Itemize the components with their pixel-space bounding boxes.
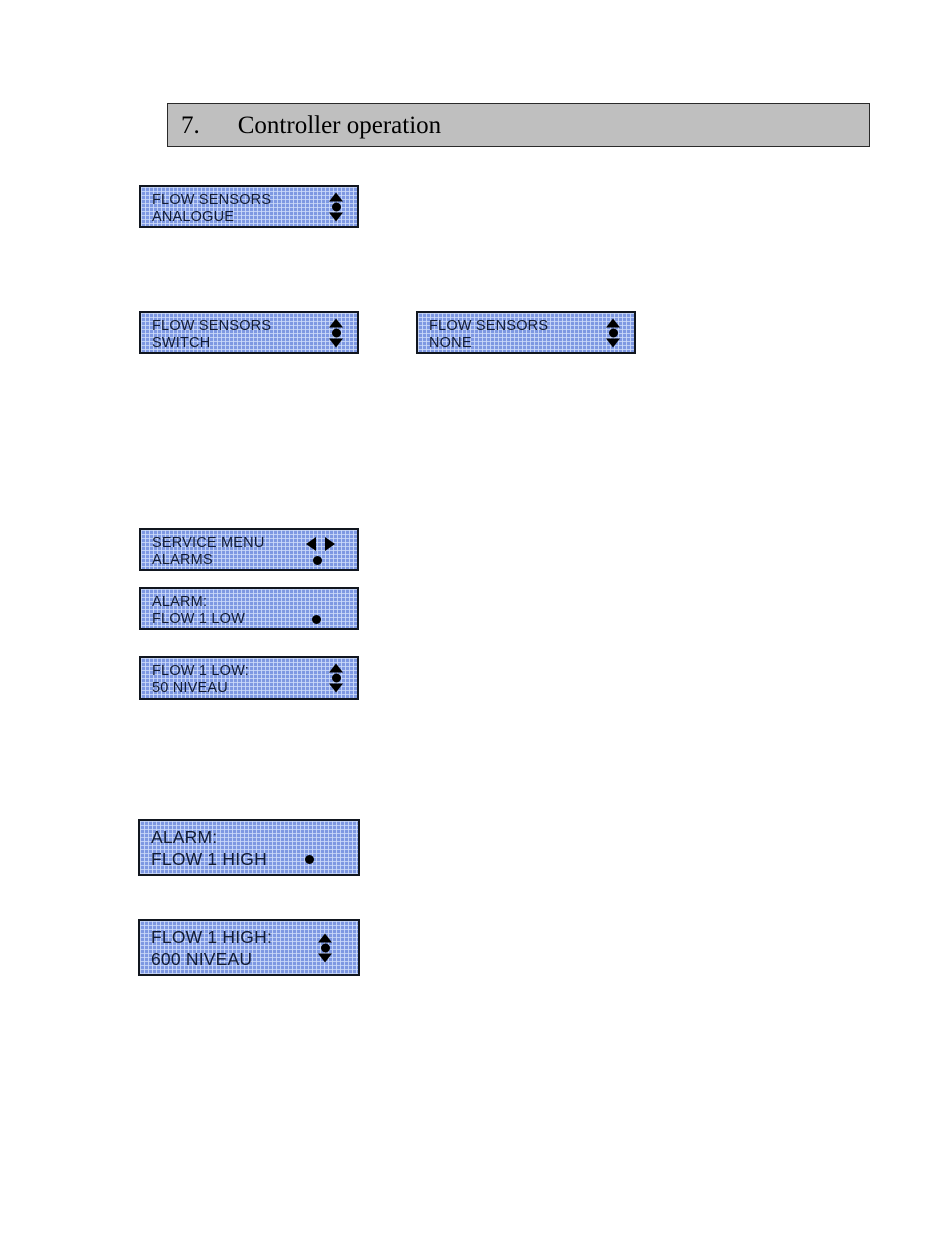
select-dot-icon[interactable]	[305, 855, 314, 864]
triangle-down-icon[interactable]	[329, 683, 343, 693]
lcd-line-1: SERVICE MENU	[152, 535, 265, 551]
select-dot-icon[interactable]	[320, 943, 330, 952]
triangle-right-icon[interactable]	[325, 537, 335, 551]
lcd-screen: ALARM:FLOW 1 LOW	[141, 589, 357, 628]
lcd-panel-flow-1-high-setpoint[interactable]: FLOW 1 HIGH:600 NIVEAU	[138, 919, 360, 976]
lcd-line-2: SWITCH	[152, 335, 211, 351]
section-title: Controller operation	[237, 111, 442, 139]
lcd-line-1: FLOW SENSORS	[152, 318, 272, 334]
lcd-line-1: ALARM:	[152, 594, 208, 610]
scroll-up-down-icon[interactable]	[318, 933, 332, 962]
lcd-screen: ALARM:FLOW 1 HIGH	[140, 821, 358, 874]
lcd-panel-alarm-flow-1-high[interactable]: ALARM:FLOW 1 HIGH	[138, 819, 360, 876]
select-dot-icon[interactable]	[331, 673, 341, 683]
select-dot-icon[interactable]	[312, 615, 321, 624]
triangle-up-icon[interactable]	[606, 318, 620, 327]
lcd-line-1: ALARM:	[151, 827, 218, 847]
select-dot-icon[interactable]	[331, 202, 341, 211]
triangle-down-icon[interactable]	[318, 953, 332, 962]
navigate-left-right-icon[interactable]	[306, 537, 335, 551]
lcd-line-2: NONE	[429, 335, 472, 351]
triangle-up-icon[interactable]	[329, 318, 343, 327]
section-header-banner: 7. Controller operation	[167, 103, 870, 147]
lcd-line-2: ANALOGUE	[152, 209, 235, 225]
section-number: 7.	[181, 111, 200, 139]
lcd-line-2: 600 NIVEAU	[151, 949, 253, 969]
lcd-screen: FLOW 1 LOW:50 NIVEAU	[141, 658, 357, 698]
scroll-up-down-icon[interactable]	[606, 318, 620, 347]
triangle-up-icon[interactable]	[329, 192, 343, 201]
select-dot-icon[interactable]	[331, 328, 341, 337]
lcd-line-1: FLOW SENSORS	[429, 318, 549, 334]
triangle-down-icon[interactable]	[329, 212, 343, 221]
lcd-panel-flow-1-low-setpoint[interactable]: FLOW 1 LOW:50 NIVEAU	[139, 656, 359, 700]
lcd-line-1: FLOW 1 HIGH:	[151, 927, 273, 947]
triangle-down-icon[interactable]	[606, 338, 620, 347]
lcd-line-2: 50 NIVEAU	[152, 680, 228, 696]
scroll-up-down-icon[interactable]	[329, 318, 343, 347]
triangle-left-icon[interactable]	[306, 537, 316, 551]
select-dot-icon[interactable]	[313, 556, 322, 565]
lcd-panel-alarm-flow-1-low[interactable]: ALARM:FLOW 1 LOW	[139, 587, 359, 630]
lcd-line-2: FLOW 1 HIGH	[151, 849, 267, 869]
triangle-up-icon[interactable]	[318, 933, 332, 942]
triangle-down-icon[interactable]	[329, 338, 343, 347]
lcd-line-2: ALARMS	[152, 552, 213, 568]
lcd-line-2: FLOW 1 LOW	[152, 611, 246, 627]
lcd-line-1: FLOW 1 LOW:	[152, 663, 250, 679]
select-dot-icon[interactable]	[608, 328, 618, 337]
triangle-up-icon[interactable]	[329, 663, 343, 673]
lcd-screen: FLOW 1 HIGH:600 NIVEAU	[140, 921, 358, 974]
lcd-line-1: FLOW SENSORS	[152, 192, 272, 208]
scroll-up-down-icon[interactable]	[329, 663, 343, 693]
scroll-up-down-icon[interactable]	[329, 192, 343, 221]
